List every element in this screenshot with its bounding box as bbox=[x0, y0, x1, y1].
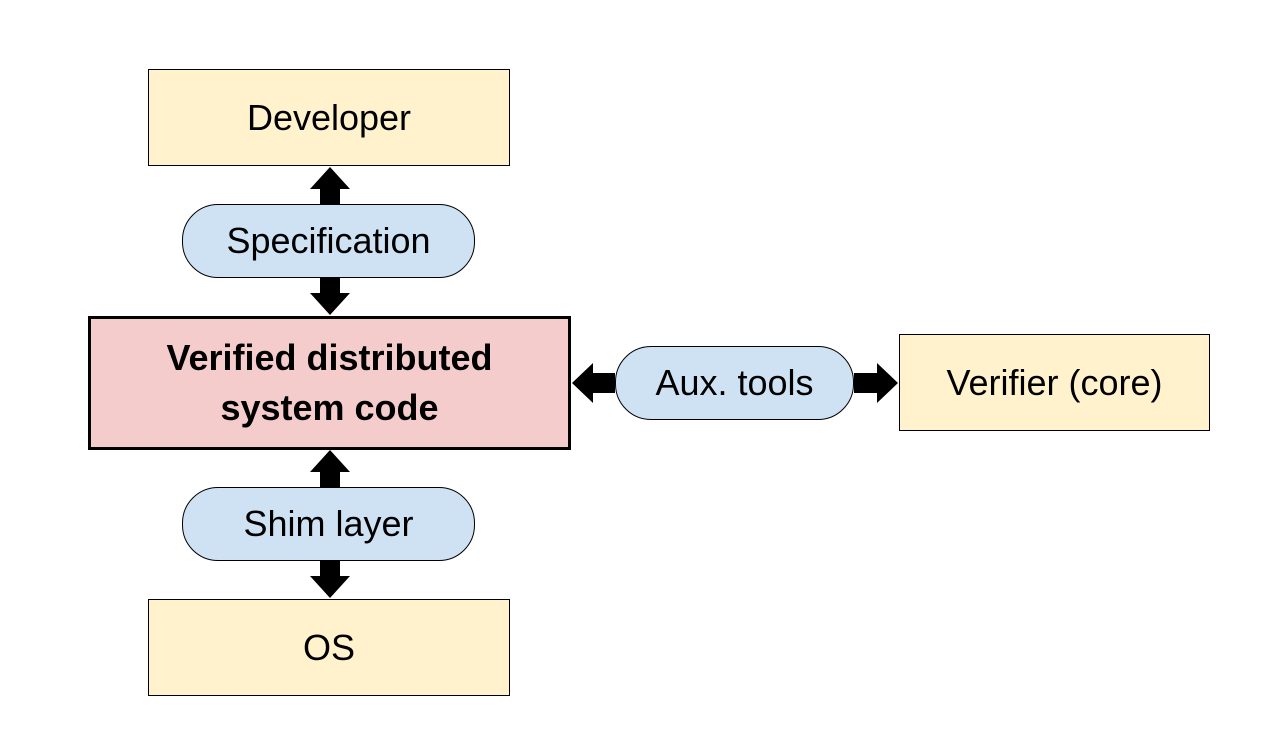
aux-tools-pill: Aux. tools bbox=[615, 346, 854, 420]
verifier-box: Verifier (core) bbox=[899, 334, 1210, 431]
arrow-aux-to-verifier bbox=[854, 363, 898, 403]
arrow-shim-to-os bbox=[310, 561, 350, 598]
verifier-label: Verifier (core) bbox=[946, 361, 1163, 403]
specification-pill: Specification bbox=[182, 204, 475, 278]
os-label: OS bbox=[302, 626, 355, 668]
shim-layer-pill: Shim layer bbox=[182, 487, 475, 561]
os-box: OS bbox=[148, 599, 510, 696]
arrow-aux-to-code bbox=[572, 363, 615, 403]
verified-code-label-line1: Verified distributed bbox=[166, 337, 493, 379]
specification-label: Specification bbox=[226, 220, 431, 261]
developer-label: Developer bbox=[246, 96, 412, 138]
arrow-shim-to-code bbox=[310, 450, 350, 487]
verified-code-label-line2: system code bbox=[220, 387, 439, 428]
aux-tools-label: Aux. tools bbox=[655, 362, 814, 403]
shim-layer-label: Shim layer bbox=[243, 503, 414, 544]
arrow-spec-to-code bbox=[310, 278, 350, 315]
arrow-spec-to-developer bbox=[310, 167, 350, 204]
verified-code-box: Verified distributed system code bbox=[88, 316, 571, 450]
developer-box: Developer bbox=[148, 69, 510, 166]
